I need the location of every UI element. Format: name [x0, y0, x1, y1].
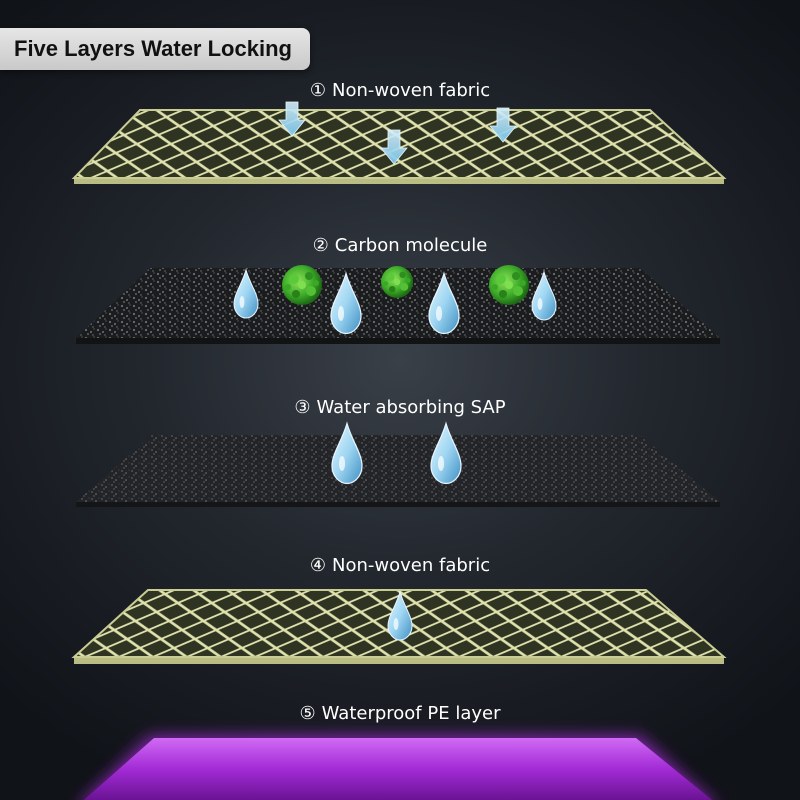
- layer-name: Water absorbing SAP: [316, 397, 506, 418]
- layer-name: Carbon molecule: [334, 235, 488, 256]
- carbon-molecule-icon: [489, 265, 529, 305]
- layer-name: Non-woven fabric: [332, 555, 491, 576]
- page-title: Five Layers Water Locking: [14, 36, 292, 61]
- water-drop-icon: [430, 422, 462, 485]
- sap-layer: [76, 435, 720, 507]
- layer-number: ⑤: [299, 703, 316, 724]
- carbon-molecule-icon: [282, 265, 322, 305]
- layer-number: ①: [309, 80, 327, 101]
- layer-number: ③: [294, 397, 311, 418]
- layer-number: ②: [312, 235, 329, 256]
- carbon-molecule-icon: [381, 266, 413, 298]
- pe-layer: [84, 736, 712, 800]
- carbon-layer: [76, 268, 720, 344]
- title-badge: Five Layers Water Locking: [0, 28, 310, 70]
- layer-number: ④: [309, 555, 327, 576]
- layer-name: Non-woven fabric: [332, 80, 491, 101]
- water-drop-icon: [331, 422, 363, 485]
- layer-name: Waterproof PE layer: [321, 703, 501, 724]
